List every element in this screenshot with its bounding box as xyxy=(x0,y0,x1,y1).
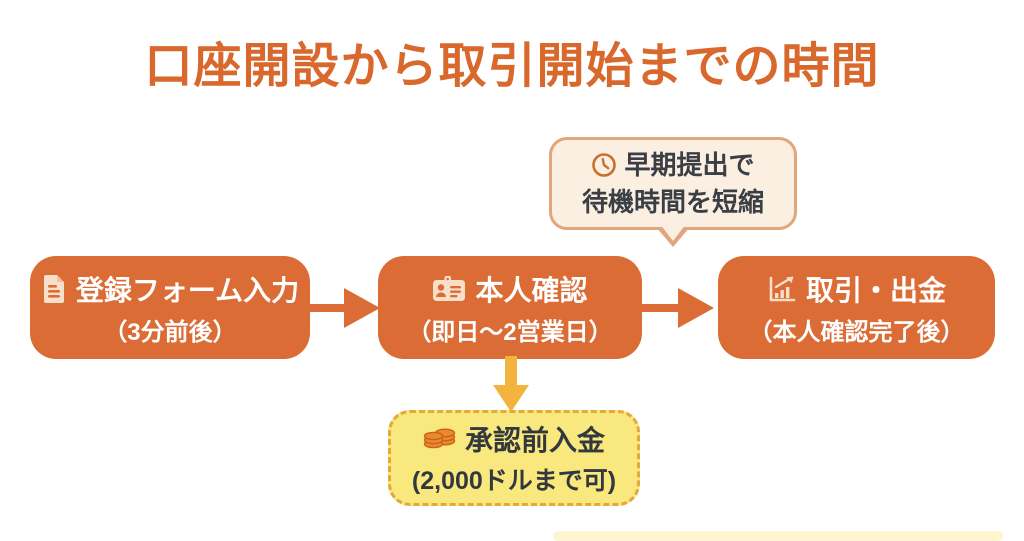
step-identity-verification: 本人確認 （即日〜2営業日） xyxy=(378,256,642,359)
arrow-right-icon xyxy=(306,288,380,328)
callout-tail-fill xyxy=(660,224,686,241)
note-label: 承認前入金 xyxy=(464,425,605,456)
arrow-right-icon xyxy=(640,288,714,328)
callout-text-line2: 待機時間を短縮 xyxy=(581,186,764,217)
step-duration: （3分前後） xyxy=(103,318,237,346)
note-title: 承認前入金 xyxy=(423,419,605,459)
pre-approval-deposit-note: 承認前入金 (2,000ドルまで可) xyxy=(388,410,640,506)
document-icon xyxy=(43,274,64,303)
step-registration-form: 登録フォーム入力 （3分前後） xyxy=(30,256,310,359)
step-identity-title: 本人確認 xyxy=(432,269,588,309)
callout-text-line1: 早期提出で xyxy=(624,149,755,180)
step-trading-title: 取引・出金 xyxy=(767,269,946,309)
note-detail: (2,000ドルまで可) xyxy=(411,467,617,495)
step-label: 取引・出金 xyxy=(805,274,946,306)
step-label: 登録フォーム入力 xyxy=(75,274,300,306)
step-label: 本人確認 xyxy=(475,274,588,306)
step-duration: （本人確認完了後） xyxy=(748,318,965,346)
clock-icon xyxy=(592,153,617,177)
callout-line1: 早期提出で xyxy=(591,147,755,184)
step-registration-title: 登録フォーム入力 xyxy=(41,269,299,309)
chart-icon xyxy=(769,276,796,301)
step-duration: （即日〜2営業日） xyxy=(407,318,613,346)
arrow-down-icon xyxy=(493,356,529,412)
id-card-icon xyxy=(433,276,466,301)
early-submission-callout: 早期提出で 待機時間を短縮 xyxy=(549,137,797,247)
bottom-artifact xyxy=(553,531,1003,541)
step-trading-withdrawal: 取引・出金 （本人確認完了後） xyxy=(718,256,995,359)
coins-icon xyxy=(423,428,456,449)
page-title: 口座開設から取引開始までの時間 xyxy=(144,40,880,93)
